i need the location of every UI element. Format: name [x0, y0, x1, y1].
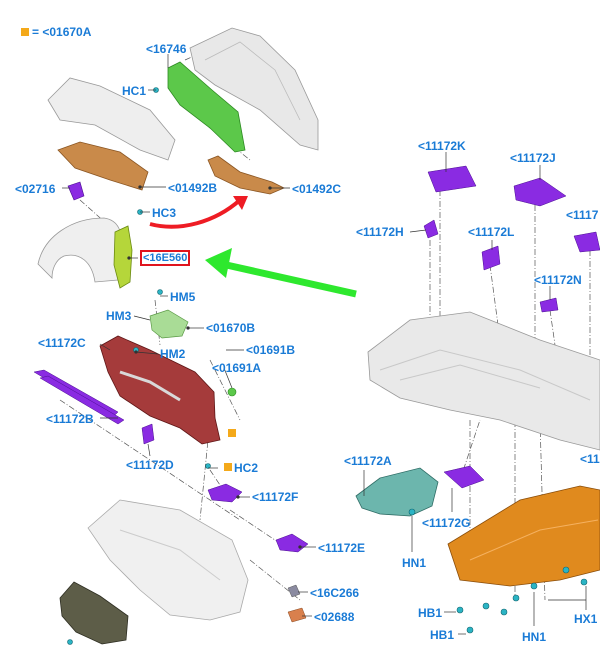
floor-pan-detail [379, 349, 591, 401]
label-11172c: <11172C [38, 336, 86, 350]
part-02716 [67, 181, 85, 201]
part-1117-cut [573, 231, 600, 253]
label-hm5: HM5 [170, 290, 196, 304]
part-11172j [513, 177, 567, 207]
label-02688: <02688 [314, 610, 355, 624]
red-arrow [149, 198, 242, 229]
floor-pan [367, 311, 600, 451]
part-11172n [539, 297, 559, 313]
part-11172d [141, 423, 155, 445]
legend-marker [21, 28, 29, 36]
label-leaders [62, 54, 587, 635]
label-11172e: <11172E [318, 541, 366, 555]
label-16746: <16746 [146, 42, 187, 56]
dash-insulator [99, 335, 221, 445]
part-02688 [287, 607, 307, 623]
label-11172f: <11172F [252, 490, 299, 504]
underbody-shield-detail [469, 519, 599, 561]
dark-bracket [59, 581, 129, 645]
label-hn1-right: HN1 [522, 630, 547, 644]
label-02716: <02716 [15, 182, 56, 196]
part-11172l [481, 245, 501, 271]
label-01691b: <01691B [246, 343, 296, 357]
dash-insulator-detail [119, 370, 181, 402]
fender-panel [37, 217, 122, 283]
legend-text: = <01670A [32, 25, 92, 39]
grommet-01691a [227, 387, 237, 397]
underbody-shield [447, 485, 600, 587]
label-hc2: HC2 [234, 461, 259, 475]
front-body-structure [87, 499, 249, 621]
front-body-detail [119, 529, 221, 581]
part-11172a [355, 467, 439, 517]
label-11-cut: <11 [580, 452, 600, 466]
floor-pan-detail-2 [399, 364, 541, 389]
part-11172h [423, 219, 439, 239]
label-hm3: HM3 [106, 309, 132, 323]
label-11172b: <11172B [46, 412, 94, 426]
legend-marker-on-part [228, 429, 236, 437]
label-hb1-upper: HB1 [418, 606, 443, 620]
label-11172a: <11172A [344, 454, 392, 468]
label-11172k: <11172K [418, 139, 466, 153]
label-11172l: <11172L [468, 225, 515, 239]
green-arrow [221, 260, 357, 298]
part-11172f [207, 483, 243, 503]
label-hx1: HX1 [574, 612, 598, 626]
part-16e560 [113, 225, 133, 289]
part-11172g [443, 465, 485, 489]
label-hc1: HC1 [122, 84, 147, 98]
part-11172k [427, 165, 477, 193]
legend-marker-hc2 [224, 463, 232, 471]
label-16c266: <16C266 [310, 586, 360, 600]
label-hm2: HM2 [160, 347, 186, 361]
label-01691a: <01691A [212, 361, 262, 375]
green-arrowhead [205, 248, 232, 278]
red-arrowhead [233, 196, 248, 210]
label-hc3: HC3 [152, 206, 177, 220]
label-hb1-lower: HB1 [430, 628, 455, 642]
cowl-panel [47, 77, 176, 161]
label-11172n: <11172N [534, 273, 582, 287]
hood-panel [189, 27, 319, 151]
part-01492b [57, 141, 149, 191]
label-11172g: <11172G [422, 516, 471, 530]
label-11172h: <11172H [356, 225, 404, 239]
label-11172j: <11172J [510, 151, 556, 165]
part-16746 [167, 61, 246, 153]
part-11172e [275, 533, 309, 553]
label-1117-cut: <1117 [566, 208, 599, 222]
label-01492c: <01492C [292, 182, 342, 196]
part-01670b [149, 309, 189, 339]
label-16e560-highlighted: <16E560 [140, 250, 191, 266]
label-11172d: <11172D [126, 458, 174, 472]
part-16c266 [287, 584, 301, 598]
part-11172b-strip [39, 375, 125, 425]
label-01492b: <01492B [168, 181, 218, 195]
label-01670b: <01670B [206, 321, 256, 335]
label-hn1-left: HN1 [402, 556, 427, 570]
